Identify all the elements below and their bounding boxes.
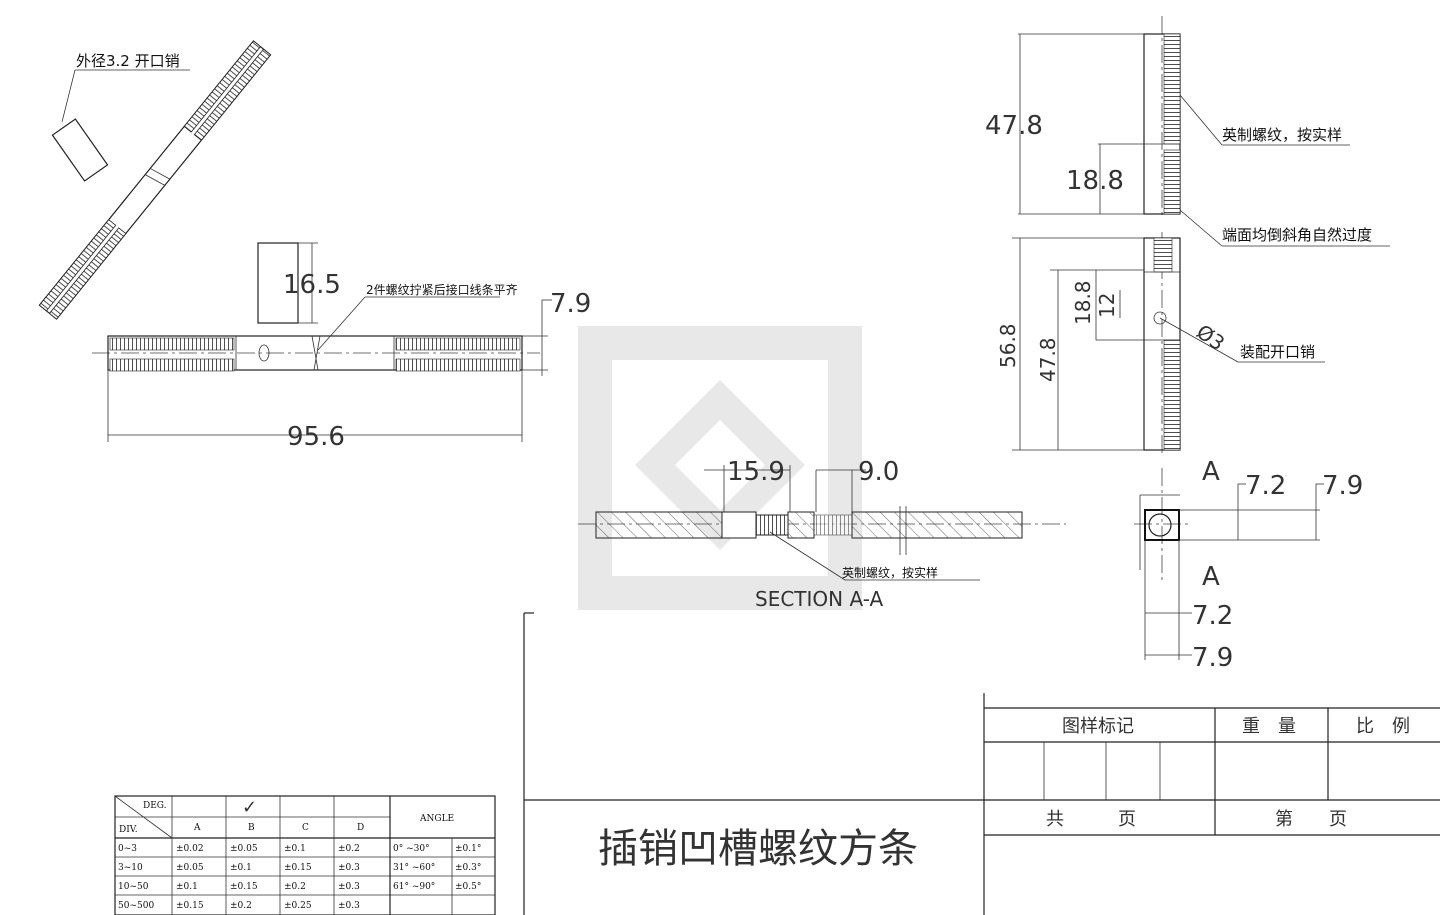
pin-hole bbox=[258, 344, 270, 362]
table-row: 0~3 ±0.02 ±0.05 ±0.1 ±0.2 0° ~30° ±0.1° bbox=[118, 844, 481, 854]
table-row: 50~500 ±0.15 ±0.2 ±0.25 ±0.3 bbox=[118, 901, 360, 911]
svg-text:±0.2: ±0.2 bbox=[338, 844, 360, 854]
svg-text:0~3: 0~3 bbox=[118, 844, 137, 854]
weight-label: 重 量 bbox=[1242, 716, 1296, 737]
svg-text:±0.02: ±0.02 bbox=[176, 844, 204, 854]
dim-hole-dia: Ø3 bbox=[1192, 319, 1229, 355]
grade-c: C bbox=[302, 823, 309, 833]
watermark-logo bbox=[578, 326, 862, 610]
dim-lower-small: 12 bbox=[1095, 293, 1119, 318]
dim-section-left: 15.9 bbox=[727, 457, 785, 487]
table-row: 3~10 ±0.05 ±0.1 ±0.15 ±0.3 31° ~60° ±0.3… bbox=[118, 863, 481, 873]
section-label: SECTION A-A bbox=[755, 587, 883, 611]
dim-section-right: 9.0 bbox=[858, 457, 899, 487]
scale-label: 比 例 bbox=[1356, 716, 1410, 737]
dim-bar-height: 7.9 bbox=[550, 289, 591, 319]
svg-text:±0.3: ±0.3 bbox=[338, 882, 360, 892]
title-block bbox=[523, 612, 1440, 915]
dim-end-h1: 7.2 bbox=[1192, 601, 1233, 631]
page-number: 第 页 bbox=[1275, 809, 1347, 830]
svg-text:±0.5°: ±0.5° bbox=[455, 882, 481, 892]
dim-lower-partial: 18.8 bbox=[1071, 280, 1095, 325]
grade-check-mark: ✓ bbox=[242, 797, 257, 818]
total-pages: 共 页 bbox=[1046, 809, 1136, 830]
dim-lower-mid: 47.8 bbox=[1036, 337, 1060, 382]
upper-side-view bbox=[1143, 16, 1181, 215]
table-row: 10~50 ±0.1 ±0.15 ±0.2 ±0.3 61° ~90° ±0.5… bbox=[118, 882, 481, 892]
svg-text:±0.05: ±0.05 bbox=[230, 844, 258, 854]
callout-threads-aligned: 2件螺纹拧紧后接口线条平齐 bbox=[366, 282, 518, 297]
dim-lower-total: 56.8 bbox=[996, 323, 1020, 368]
svg-text:3~10: 3~10 bbox=[118, 863, 143, 873]
svg-text:0° ~30°: 0° ~30° bbox=[393, 844, 430, 854]
callout-cotter-pin: 外径3.2 开口销 bbox=[76, 52, 180, 70]
svg-text:50~500: 50~500 bbox=[118, 901, 154, 911]
svg-text:±0.1: ±0.1 bbox=[176, 882, 198, 892]
lower-side-view bbox=[1143, 232, 1181, 455]
callout-british-thread-top: 英制螺纹，按实样 bbox=[1222, 126, 1342, 144]
cotter-pin bbox=[51, 118, 109, 182]
dim-end-w2: 7.9 bbox=[1322, 471, 1363, 501]
svg-text:±0.15: ±0.15 bbox=[230, 882, 258, 892]
svg-text:±0.1: ±0.1 bbox=[284, 844, 306, 854]
mark-label: 图样标记 bbox=[1062, 716, 1134, 737]
table-corner-top: DEG. bbox=[143, 801, 167, 811]
svg-text:±0.2: ±0.2 bbox=[230, 901, 252, 911]
end-block bbox=[257, 242, 299, 324]
rotated-bar-view bbox=[38, 40, 272, 320]
dim-block-height: 16.5 bbox=[283, 270, 341, 300]
dim-end-h2: 7.9 bbox=[1192, 643, 1233, 673]
dim-end-w1: 7.2 bbox=[1245, 471, 1286, 501]
svg-text:61° ~90°: 61° ~90° bbox=[393, 882, 435, 892]
svg-text:±0.2: ±0.2 bbox=[284, 882, 306, 892]
svg-text:31° ~60°: 31° ~60° bbox=[393, 863, 435, 873]
dim-upper-total: 47.8 bbox=[985, 111, 1043, 141]
view-marker-a-bottom: A bbox=[1202, 562, 1220, 592]
assembly-hole bbox=[1153, 311, 1167, 325]
svg-text:±0.25: ±0.25 bbox=[284, 901, 312, 911]
grade-d: D bbox=[357, 823, 364, 833]
svg-text:±0.3°: ±0.3° bbox=[455, 863, 481, 873]
front-bar-view bbox=[92, 335, 540, 372]
grade-b: B bbox=[248, 823, 255, 833]
section-a-a-view bbox=[578, 506, 1066, 555]
svg-text:±0.05: ±0.05 bbox=[176, 863, 204, 873]
table-angle-header: ANGLE bbox=[419, 814, 454, 824]
svg-text:±0.15: ±0.15 bbox=[176, 901, 204, 911]
callout-assembly-pin: 装配开口销 bbox=[1240, 343, 1315, 361]
svg-text:10~50: 10~50 bbox=[118, 882, 149, 892]
grade-a: A bbox=[193, 823, 201, 833]
dim-upper-partial: 18.8 bbox=[1066, 166, 1124, 196]
tolerance-table bbox=[114, 795, 496, 915]
dim-bar-length: 95.6 bbox=[287, 422, 345, 452]
view-marker-a-top: A bbox=[1202, 457, 1220, 487]
svg-text:±0.3: ±0.3 bbox=[338, 863, 360, 873]
svg-text:±0.1°: ±0.1° bbox=[455, 844, 481, 854]
end-view bbox=[1134, 468, 1190, 580]
part-name: 插销凹槽螺纹方条 bbox=[598, 826, 918, 872]
svg-text:±0.3: ±0.3 bbox=[338, 901, 360, 911]
table-corner-bottom: DIV. bbox=[119, 825, 138, 835]
callout-british-thread-section: 英制螺纹，按实样 bbox=[842, 565, 938, 580]
svg-text:±0.15: ±0.15 bbox=[284, 863, 312, 873]
callout-end-chamfer: 端面均倒斜角自然过度 bbox=[1222, 226, 1372, 244]
svg-text:±0.1: ±0.1 bbox=[230, 863, 252, 873]
